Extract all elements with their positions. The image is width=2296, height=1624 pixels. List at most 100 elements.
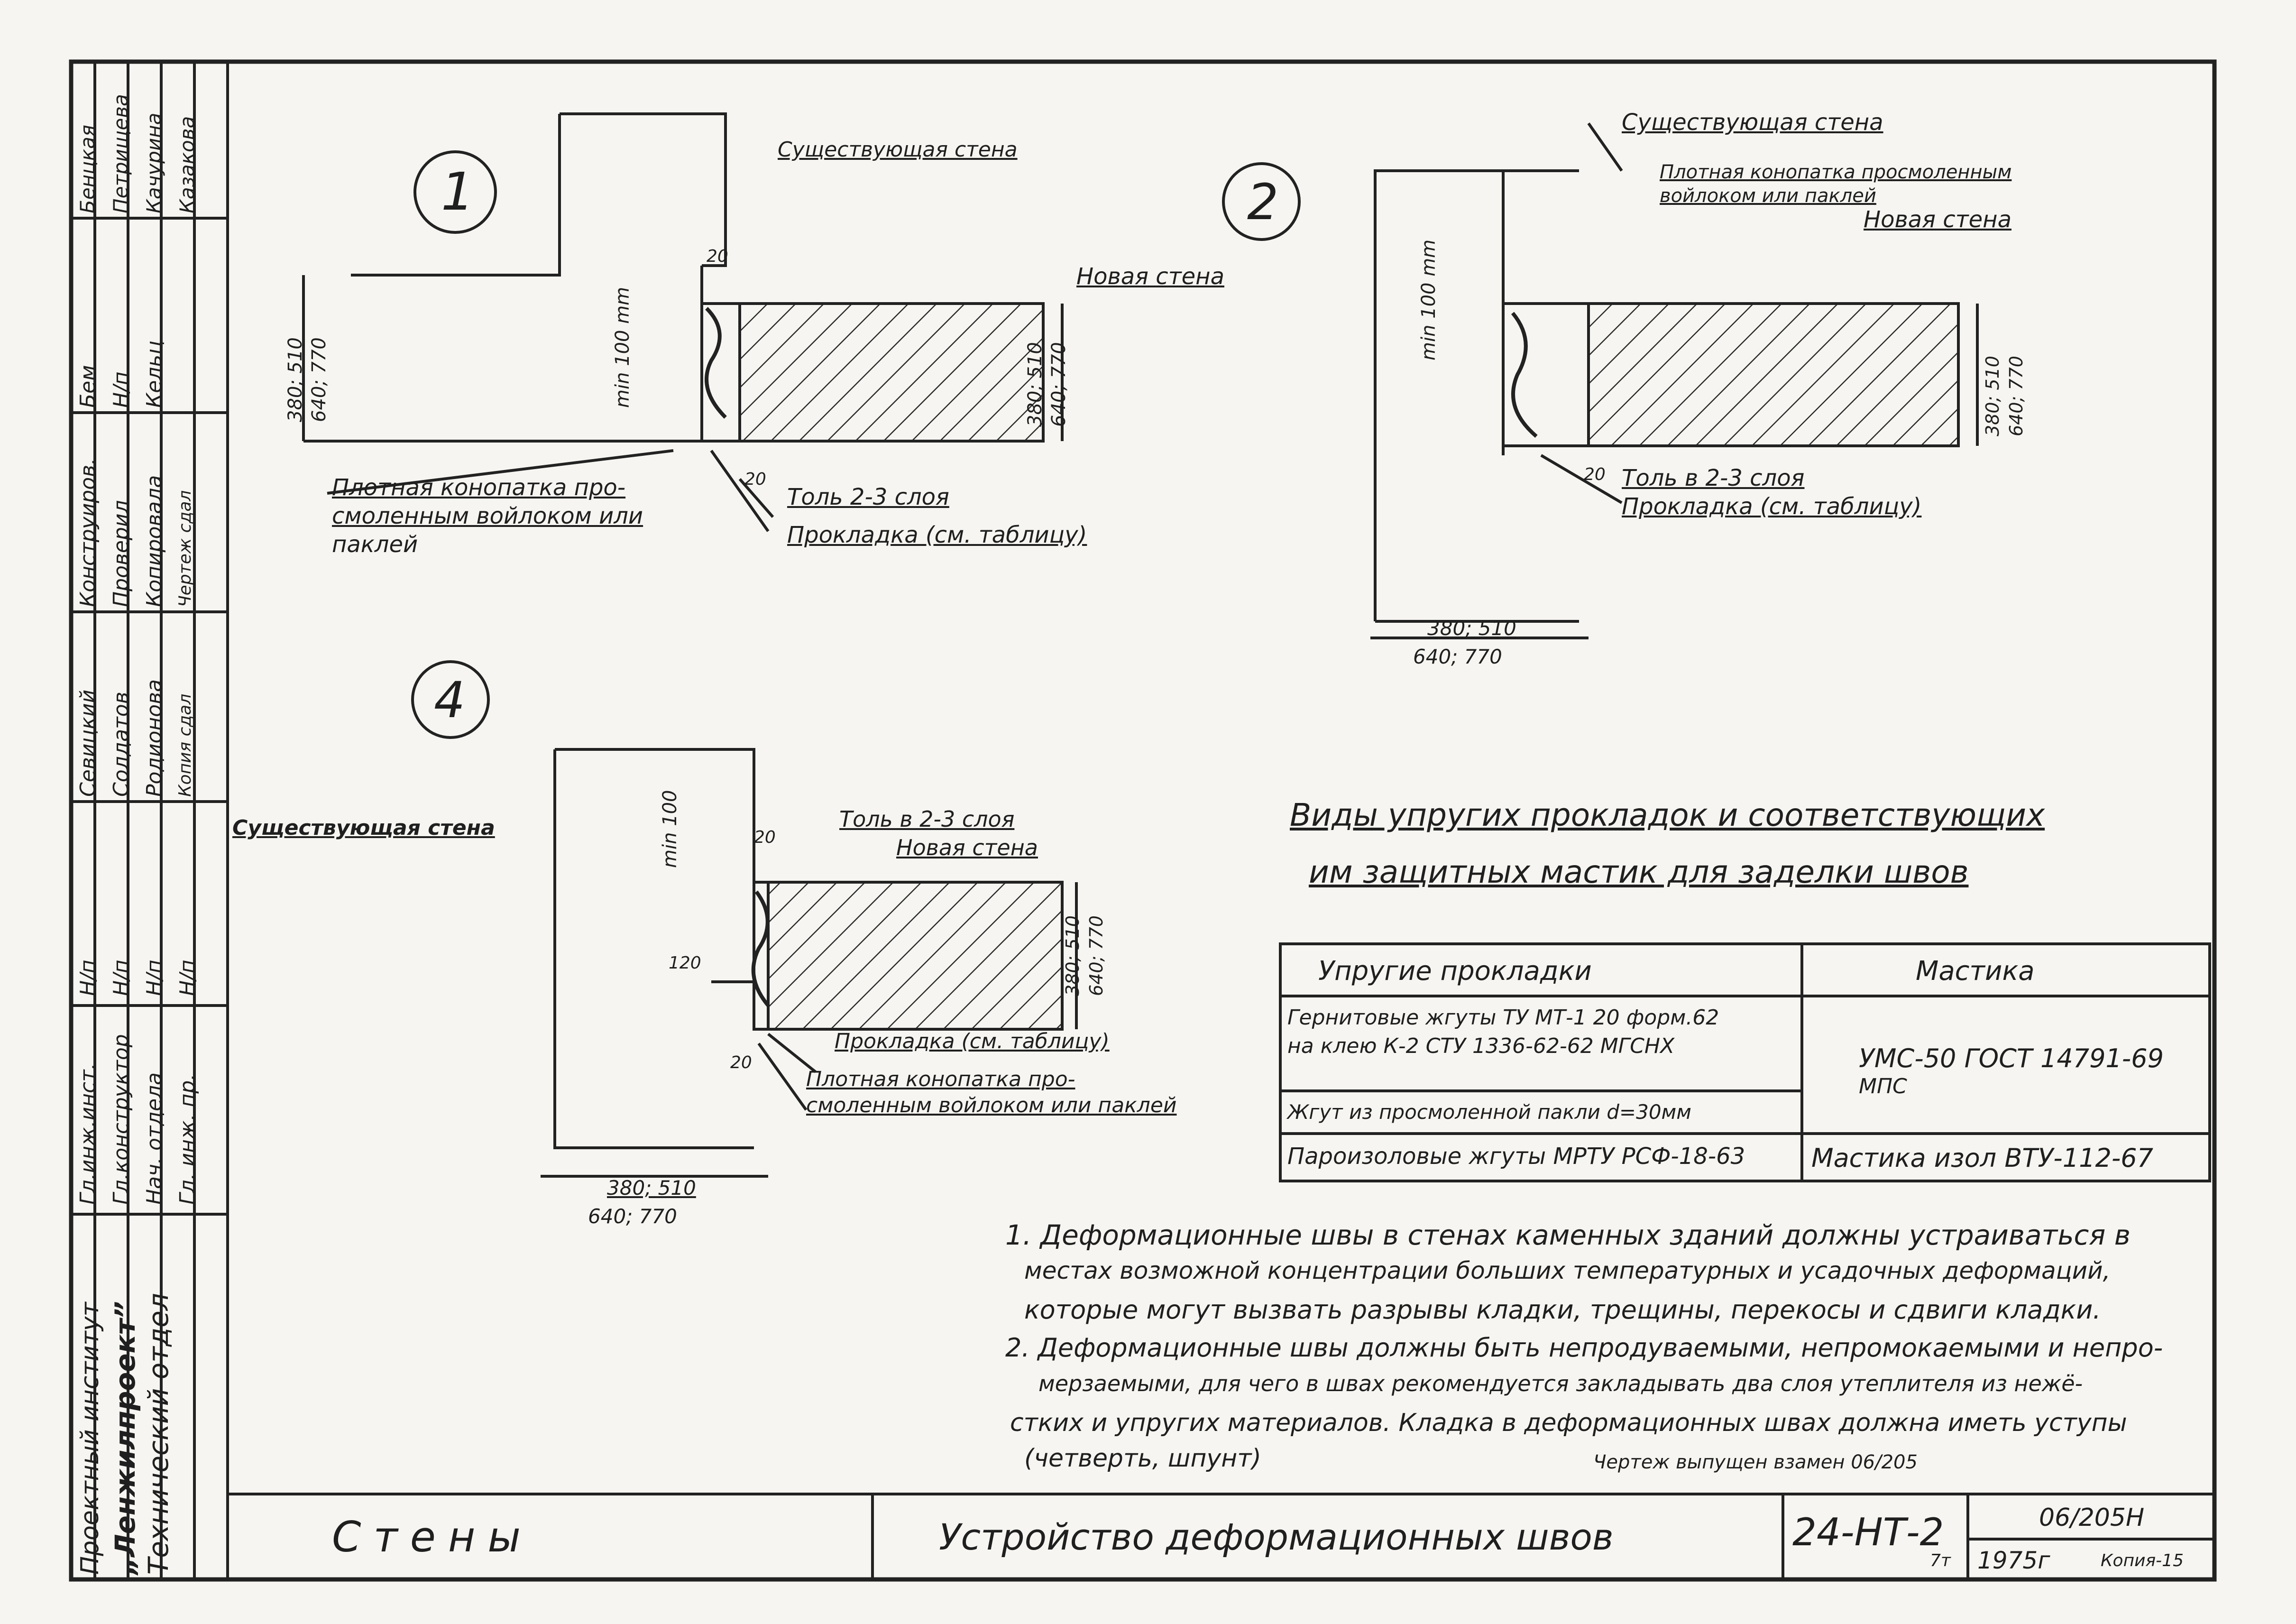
sig-c-3: Кельц <box>142 340 166 408</box>
detail-1-existing-wall: Существующая стена <box>778 138 1018 162</box>
detail-1-dim-right-1: 380; 510 <box>1024 342 1046 427</box>
sign-3: Н/п <box>142 960 166 996</box>
bottom-title-strip <box>228 1493 2214 1579</box>
detail-2-dim-bottom-2: 640; 770 <box>1413 645 1502 668</box>
role-chief-designer: Гл.конструктор <box>109 1034 133 1205</box>
role-copied: Копировала <box>142 475 166 607</box>
left-title-strip <box>71 62 229 1579</box>
detail-4-existing-wall: Существующая стена <box>232 816 495 840</box>
table-row-1-line-2: на клею К-2 СТУ 1336-62-62 МГСНХ <box>1287 1034 1675 1058</box>
detail-2-dim-20: 20 <box>1584 465 1606 484</box>
detail-2-drawing <box>1222 122 1979 639</box>
role-dept-head: Нач. отдела <box>142 1072 166 1205</box>
detail-4-gasket: Прокладка (см. таблицу) <box>835 1029 1110 1053</box>
detail-1-number: 1 <box>441 161 474 222</box>
sign-1: Н/п <box>76 960 100 996</box>
sheet-number: 7т <box>1930 1550 1951 1570</box>
name-soldatov: Солдатов <box>109 692 133 797</box>
detail-1-caulking-2: смоленным войлоком или <box>332 503 643 529</box>
role-drawing-handed: Чертеж сдал <box>175 490 195 607</box>
detail-4-dim-bottom-1: 380; 510 <box>607 1176 696 1200</box>
table-mastic-1-line-1: УМС-50 ГОСТ 14791-69 <box>1859 1043 2164 1073</box>
name-sevitsky: Севицкий <box>76 689 100 797</box>
detail-4-dim-right-1: 380; 510 <box>1062 915 1083 996</box>
series-code: 06/205Н <box>2039 1504 2145 1532</box>
role-checked: Проверил <box>109 500 133 607</box>
detail-4-dim-20-top: 20 <box>754 828 776 847</box>
note-2-line-2: мерзаемыми, для чего в швах рекомендуетс… <box>1038 1371 2083 1396</box>
name-d-4: Казакова <box>175 116 199 213</box>
institute-name: „Ленжилпроект” <box>109 1301 141 1575</box>
name-d-2: Петрищева <box>109 94 132 213</box>
table-row-1-line-1: Гернитовые жгуты ТУ МТ-1 20 форм.62 <box>1287 1006 1719 1030</box>
role-designed: Конструиров. <box>76 458 100 607</box>
drawing-title: Устройство деформационных швов <box>939 1515 1614 1558</box>
detail-2-gasket: Прокладка (см. таблицу) <box>1622 493 1922 520</box>
sign-2: Н/п <box>109 960 133 996</box>
detail-2-dim-right-1: 380; 510 <box>1982 356 2003 436</box>
year: 1975г <box>1977 1547 2050 1574</box>
detail-4-dim-bottom-2: 640; 770 <box>588 1205 677 1228</box>
detail-1-new-wall: Новая стена <box>1076 263 1224 290</box>
role-chief-engineer: Гл.инж.инст. <box>76 1063 100 1205</box>
detail-2-existing-wall: Существующая стена <box>1622 109 1883 136</box>
detail-1-caulking-3: паклей <box>332 531 418 558</box>
detail-4-number: 4 <box>434 671 466 729</box>
sig-c-1: Бем <box>76 365 100 408</box>
note-2-line-4: (четверть, шпунт) <box>1024 1444 1261 1473</box>
detail-1-dim-20-top: 20 <box>707 247 728 266</box>
detail-1-gasket: Прокладка (см. таблицу) <box>787 522 1087 548</box>
name-rodionova: Родионова <box>142 679 166 797</box>
detail-1-caulking-1: Плотная конопатка про- <box>332 474 626 501</box>
department-name: Технический отдел <box>142 1293 174 1575</box>
note-1-line-1: 1. Деформационные швы в стенах каменных … <box>1005 1219 2131 1251</box>
note-2-line-3: стких и упругих материалов. Кладка в деф… <box>1010 1409 2127 1437</box>
copy-number: Копия-15 <box>2101 1550 2184 1570</box>
section-title: Стены <box>332 1512 533 1561</box>
detail-1-roofing-felt: Толь 2-3 слоя <box>787 484 949 510</box>
table-row-2: Жгут из просмоленной пакли d=30мм <box>1287 1100 1691 1124</box>
detail-4-min-label: min 100 <box>659 790 681 868</box>
detail-1-dim-left-2: 640; 770 <box>308 337 330 422</box>
detail-4-dim-20-bottom: 20 <box>730 1053 752 1072</box>
detail-2-dim-right-2: 640; 770 <box>2006 356 2027 436</box>
name-d-1: Бенцкая <box>76 124 99 213</box>
detail-1-min-label: min 100 mm <box>612 286 634 408</box>
institute-title: Проектный институт <box>76 1302 104 1575</box>
detail-4-drawing <box>411 660 1078 1178</box>
table-mastic-1-line-2: МПС <box>1859 1074 1907 1098</box>
table-heading-line-2: им защитных мастик для заделки швов <box>1309 854 1969 890</box>
sign-4: Н/п <box>175 960 200 996</box>
detail-2-caulking-2: войлоком или паклей <box>1660 185 1876 207</box>
sig-c-2: Н/п <box>109 371 133 408</box>
table-row-3: Пароизоловые жгуты МРТУ РСФ-18-63 <box>1287 1143 1745 1170</box>
detail-2-min-label: min 100 mm <box>1418 239 1440 360</box>
role-project-engineer: Гл. инж. пр. <box>175 1073 200 1205</box>
table-header-gaskets: Упругие прокладки <box>1318 956 1592 987</box>
note-2-line-1: 2. Деформационные швы должны быть непрод… <box>1005 1333 2163 1363</box>
detail-4-dim-right-2: 640; 770 <box>1086 915 1107 996</box>
detail-4-roofing-felt: Толь в 2-3 слоя <box>839 806 1015 832</box>
detail-2-roofing-felt: Толь в 2-3 слоя <box>1622 465 1805 491</box>
name-copy-handed: Копия сдал <box>175 693 195 797</box>
detail-2-caulking-1: Плотная конопатка просмоленным <box>1660 161 2012 183</box>
table-mastic-2: Мастика изол ВТУ-112-67 <box>1811 1143 2154 1173</box>
drawing-code: 24-НТ-2 <box>1792 1510 1944 1554</box>
detail-4-caulking-1: Плотная конопатка про- <box>806 1067 1075 1091</box>
note-1-line-3: которые могут вызвать разрывы кладки, тр… <box>1024 1295 2101 1325</box>
table-header-mastic: Мастика <box>1916 956 2035 987</box>
sheet-frame <box>69 59 2217 1582</box>
detail-2-dim-bottom-1: 380; 510 <box>1427 617 1516 640</box>
detail-2-number: 2 <box>1247 173 1279 231</box>
detail-4-caulking-2: смоленным войлоком или паклей <box>806 1093 1177 1117</box>
detail-1-dim-left-1: 380; 510 <box>285 337 306 422</box>
detail-2-new-wall: Новая стена <box>1864 206 2011 233</box>
detail-1-dim-20-bottom: 20 <box>744 470 766 489</box>
table-heading-line-1: Виды упругих прокладок и соответствующих <box>1290 797 2045 833</box>
note-1-line-2: местах возможной концентрации больших те… <box>1024 1257 2111 1284</box>
detail-4-dim-120: 120 <box>669 953 701 973</box>
detail-1-dim-right-2: 640; 770 <box>1048 342 1070 427</box>
detail-4-new-wall: Новая стена <box>896 835 1038 860</box>
issued-replacement-note: Чертеж выпущен взамен 06/205 <box>1593 1451 1918 1473</box>
